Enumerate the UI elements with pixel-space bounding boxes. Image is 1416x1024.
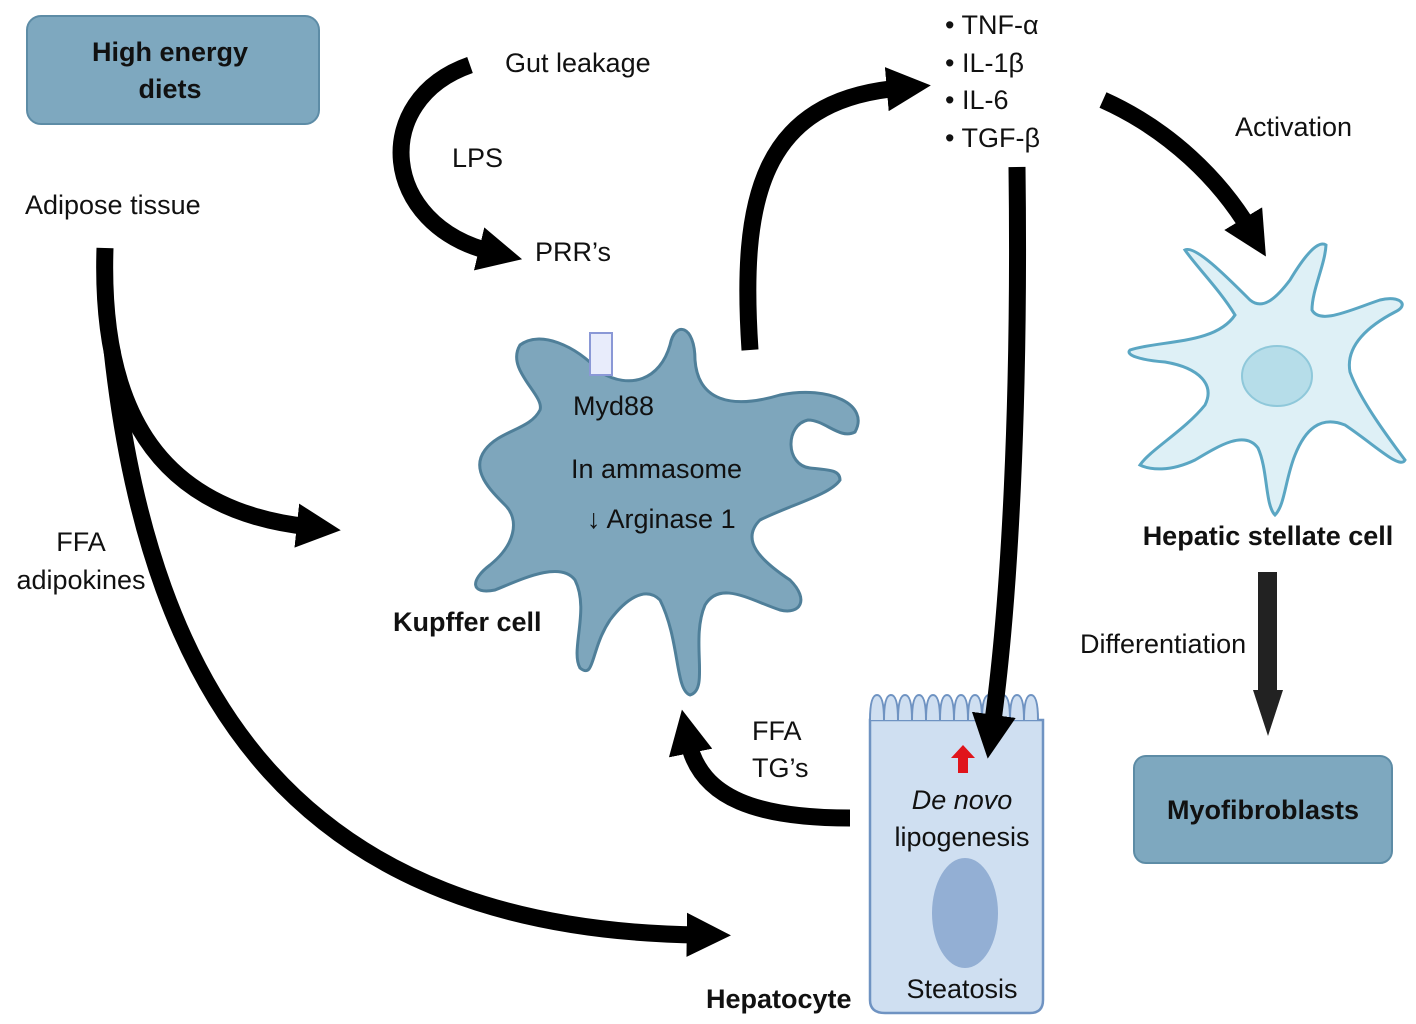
red-up-arrow-icon: [951, 745, 975, 773]
stellate-cell-title: Hepatic stellate cell: [1143, 521, 1394, 551]
stellate-nucleus: [1241, 345, 1313, 407]
hepatocyte-cell: [868, 693, 1045, 1015]
arrow-hepatocyte-to-kupffer: [668, 709, 851, 827]
myd88-receptor-icon: [589, 332, 613, 376]
hepatocyte-nucleus: [932, 858, 998, 968]
arrow-cytokines-to-hepatocyte: [971, 166, 1027, 759]
de-novo-label: De novo: [912, 785, 1013, 815]
arrow-kupffer-to-cytokines: [739, 67, 931, 351]
myd88-label: Myd88: [573, 391, 654, 421]
kupffer-cell-title: Kupffer cell: [393, 607, 542, 637]
prrs-label: PRR’s: [535, 237, 611, 267]
high-energy-diets-box: High energy diets: [26, 15, 320, 125]
box-label: High energy: [92, 37, 248, 67]
cytokine-item: • TNF-α: [945, 10, 1039, 40]
box-label: Myofibroblasts: [1167, 795, 1359, 825]
arrow-cytokines-to-stellate: [1099, 92, 1266, 257]
lipogenesis-label: lipogenesis: [894, 822, 1029, 852]
inflammasome-label: In ammasome: [571, 454, 742, 484]
arrow-gut-to-prr: [392, 56, 523, 271]
arrow-adipose-to-hepatocyte: [103, 349, 731, 957]
adipose-tissue-label: Adipose tissue: [25, 190, 201, 220]
adipokines-label: adipokines: [16, 565, 145, 595]
ffa-label: FFA: [752, 716, 802, 746]
arrow-differentiation: [1258, 572, 1277, 692]
cytokine-item: • IL-1β: [945, 48, 1024, 78]
cytokine-item: • TGF-β: [945, 123, 1040, 153]
differentiation-label: Differentiation: [1080, 629, 1246, 659]
steatosis-label: Steatosis: [906, 974, 1017, 1004]
kupffer-cell-shape: [474, 327, 860, 697]
lps-label: LPS: [452, 143, 503, 173]
activation-label: Activation: [1235, 112, 1352, 142]
cytokine-item: • IL-6: [945, 85, 1008, 115]
hepatocyte-title: Hepatocyte: [706, 984, 852, 1014]
arrow-adipose-to-kupffer: [96, 247, 341, 548]
myofibroblasts-box: Myofibroblasts: [1133, 755, 1393, 864]
box-label: diets: [138, 74, 201, 104]
arrow-differentiation-head: [1253, 690, 1283, 736]
tgs-label: TG’s: [752, 753, 809, 783]
ffa-label: FFA: [56, 527, 106, 557]
gut-leakage-label: Gut leakage: [505, 48, 651, 78]
arginase-label: ↓ Arginase 1: [587, 504, 736, 534]
